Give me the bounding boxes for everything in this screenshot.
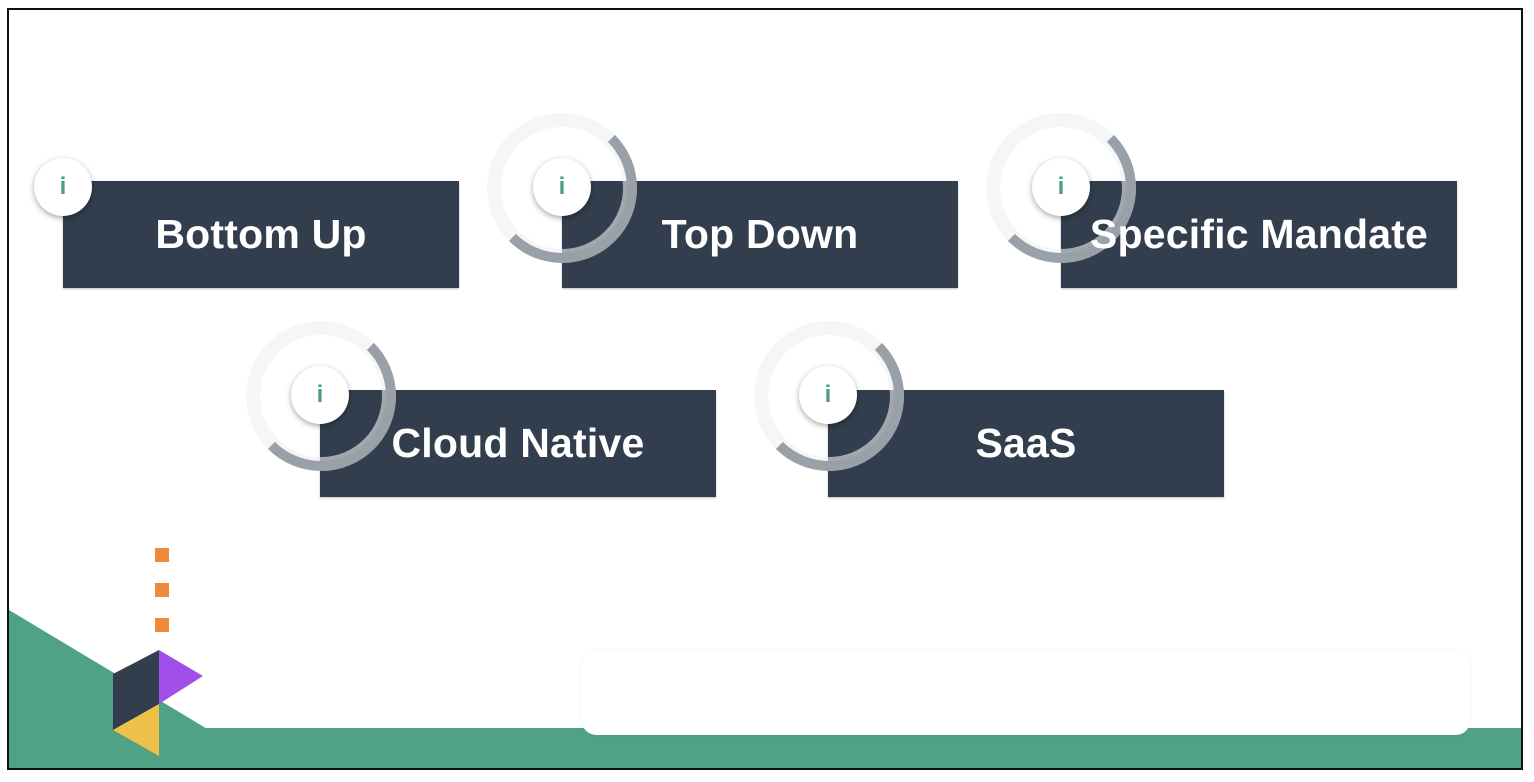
cube-triangle-logo [113,650,203,756]
card-specific-mandate[interactable]: Specific Mandate [1061,181,1457,288]
orange-dot [155,618,169,632]
info-icon[interactable]: i [533,158,591,216]
card-cloud-native[interactable]: Cloud Native [320,390,716,497]
info-icon[interactable]: i [799,366,857,424]
blank-panel [582,650,1470,735]
card-label: Cloud Native [391,420,645,466]
card-label: Bottom Up [155,211,367,257]
card-top-down[interactable]: Top Down [562,181,958,288]
orange-dot [155,548,169,562]
card-saas[interactable]: SaaS [828,390,1224,497]
info-icon[interactable]: i [291,366,349,424]
card-label: Specific Mandate [1089,211,1429,257]
info-icon[interactable]: i [1032,158,1090,216]
card-label: Top Down [661,211,859,257]
info-icon[interactable]: i [34,158,92,216]
slide-frame: Bottom Up i Top Down i Specific Mandate … [7,8,1523,770]
card-label: SaaS [975,420,1077,466]
card-bottom-up[interactable]: Bottom Up [63,181,459,288]
orange-dot [155,583,169,597]
